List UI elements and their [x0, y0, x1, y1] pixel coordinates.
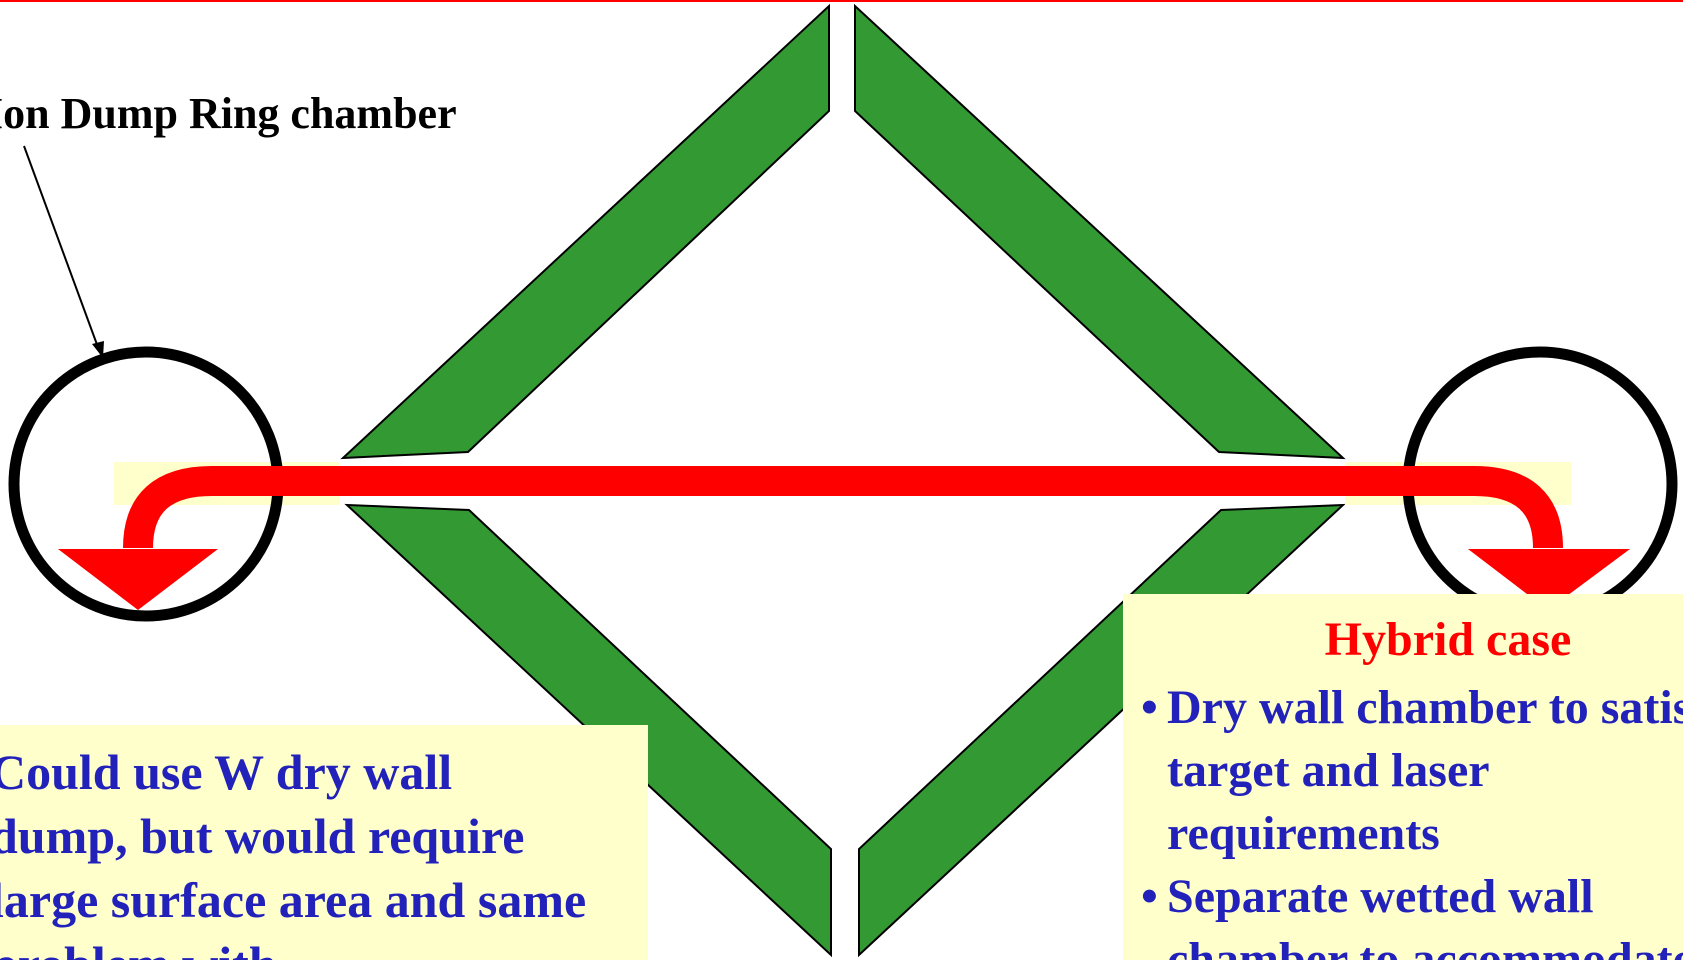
curved-down-arrow-icon — [1346, 466, 1630, 610]
chamber-label-leader — [23, 145, 100, 351]
top-rule — [0, 0, 1683, 2]
hybrid-case-bullet: • Dry wall chamber to satisfy target and… — [1141, 676, 1683, 865]
left-note-line: problem with — [0, 932, 586, 960]
bullet-line: Separate wetted wall — [1167, 870, 1594, 923]
bullet-icon: • — [1141, 870, 1158, 923]
bullet-line: requirements — [1167, 807, 1440, 860]
hybrid-case-bullet: • Separate wetted wall chamber to accomm… — [1141, 865, 1683, 960]
bullet-line: chamber to accommodate — [1167, 933, 1683, 960]
left-note-box: Could use W dry wall dump, but would req… — [0, 725, 648, 960]
wall-panel-upper-left — [340, 3, 830, 460]
leader-arrowhead — [92, 341, 104, 358]
left-note-line: dump, but would require — [0, 808, 525, 864]
left-note-text: Could use W dry wall dump, but would req… — [0, 740, 586, 960]
hybrid-case-title: Hybrid case — [1324, 613, 1572, 666]
curved-down-arrow-icon — [58, 466, 340, 610]
right-note-box: Hybrid case • Dry wall chamber to satisf… — [1123, 594, 1683, 960]
hybrid-case-list: • Dry wall chamber to satisfy target and… — [1141, 676, 1683, 960]
bullet-icon: • — [1141, 681, 1158, 734]
wall-panel-upper-right — [854, 3, 1346, 460]
ion-dump-ring-label: Ion Dump Ring chamber — [0, 89, 457, 138]
beam-line — [340, 466, 1346, 496]
bullet-line: Dry wall chamber to satisfy — [1167, 681, 1683, 734]
bullet-line: target and laser — [1167, 744, 1490, 797]
left-note-line: Could use W dry wall — [0, 744, 453, 800]
left-note-line: large surface area and same — [0, 872, 587, 928]
